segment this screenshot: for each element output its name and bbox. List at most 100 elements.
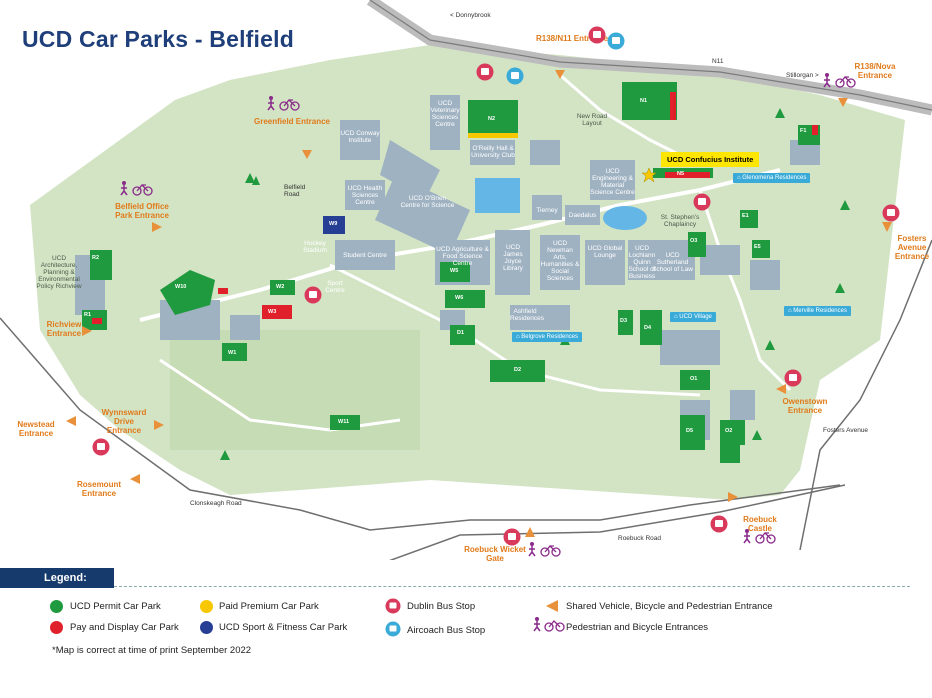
legend-aircoach: Aircoach Bus Stop [407, 625, 486, 636]
aircoach-bus-icon[interactable] [607, 32, 625, 50]
entrance-roebuck-castle[interactable]: Roebuck Castle [743, 515, 777, 533]
car-park-w11: W11 [338, 419, 350, 425]
internal-road [698, 189, 792, 392]
entrance-wynnsward[interactable]: Wynnsward Drive Entrance [101, 408, 147, 435]
legend-heading: Legend: [44, 572, 87, 584]
legend-sport: UCD Sport & Fitness Car Park [219, 622, 348, 633]
dublin-bus-icon[interactable] [503, 528, 521, 546]
car-park-w9: W9 [329, 221, 338, 227]
road-label-clonskeagh: Clonskeagh Road [190, 500, 242, 507]
building-ashfield: Ashfield Residences [510, 308, 544, 322]
legend-sport-swatch [200, 621, 213, 634]
car-park-r2: R2 [92, 255, 100, 261]
pedestrian-bicycle-icon [528, 542, 561, 557]
pedestrian-bicycle-icon [823, 73, 856, 88]
entrance-r138-n11[interactable]: R138/N11 Entrance [535, 34, 609, 43]
pay-display-car-park [218, 288, 228, 294]
car-park-w5: W5 [450, 268, 459, 274]
legend-pay-display: Pay and Display Car Park [70, 622, 179, 633]
car-park-n1: N1 [640, 98, 648, 104]
car-park-d5: D5 [686, 428, 694, 434]
entrance-arrow-icon [154, 420, 164, 430]
building-global: UCD Global Lounge [587, 245, 623, 259]
entrance-arrow-icon [130, 474, 140, 484]
legend-permit: UCD Permit Car Park [70, 601, 161, 612]
entrance-owenstown[interactable]: Owenstown Entrance [782, 397, 828, 415]
residence-village: ⌂ UCD Village [670, 312, 716, 322]
buildings [75, 95, 820, 440]
dublin-bus-icon[interactable] [476, 63, 494, 81]
building-student: Student Centre [343, 252, 387, 259]
building-hockey: Hockey Stadium [303, 240, 327, 254]
sport-car-park [323, 216, 345, 234]
entrance-roebuck-wicket[interactable]: Roebuck Wicket Gate [464, 545, 526, 563]
pay-display-car-park [812, 125, 818, 135]
building-tierney: Tierney [536, 207, 558, 214]
confucius-institute-highlight[interactable]: UCD Confucius Institute [661, 152, 760, 167]
legend-permit-swatch [50, 600, 63, 613]
car-park-w10: W10 [175, 284, 187, 290]
road-label-roebuck: Roebuck Road [618, 535, 661, 542]
car-park-f1: F1 [800, 128, 807, 134]
residence-glenomena-label: Glenomena Residences [742, 175, 807, 181]
car-park-w2: W2 [276, 284, 285, 290]
dublin-bus-icon[interactable] [693, 193, 711, 211]
entrance-arrow-icon [152, 222, 162, 232]
dublin-bus-icon[interactable] [588, 26, 606, 44]
road-label-fosters: Fosters Avenue [823, 427, 869, 434]
legend-header-bar [0, 568, 114, 588]
dublin-bus-icon[interactable] [304, 286, 322, 304]
car-park-n2: N2 [488, 116, 496, 122]
pay-display-car-park [92, 318, 102, 324]
entrance-arrow-icon [555, 70, 565, 79]
pedestrian-bicycle-icon [120, 181, 153, 196]
dublin-bus-icon[interactable] [92, 438, 110, 456]
entrance-greenfield[interactable]: Greenfield Entrance [253, 117, 331, 126]
building-agri: UCD Agriculture & Food Science Centre [436, 246, 489, 267]
pay-display-car-park [665, 172, 710, 178]
entrance-arrow-icon [728, 492, 738, 502]
building-oreilly: O'Reilly Hall & University Club [471, 145, 515, 159]
building-architecture: UCD Architecture, Planning & Environment… [36, 255, 82, 290]
entrance-arrow-icon [776, 384, 786, 394]
dublin-bus-icon[interactable] [710, 515, 728, 533]
car-park-e1: E1 [742, 213, 749, 219]
dublin-bus-icon[interactable] [784, 369, 802, 387]
entrance-richview[interactable]: Richview Entrance [46, 320, 82, 338]
road-label-donnybrook: < Donnybrook [450, 12, 491, 19]
entrance-newstead[interactable]: Newstead Entrance [17, 420, 55, 438]
building-health: UCD Health Sciences Centre [347, 185, 383, 206]
building-library: UCD James Joyce Library [503, 244, 523, 272]
entrance-rosemount[interactable]: Rosemount Entrance [77, 480, 121, 498]
dublin-bus-icon[interactable] [882, 204, 900, 222]
building-sutherland: UCD Sutherland School of Law [652, 252, 693, 273]
car-park-o2: O2 [725, 428, 733, 434]
fosters-avenue [799, 239, 932, 551]
car-park-n5: N5 [677, 171, 685, 177]
car-park-w6: W6 [455, 295, 464, 301]
sports-fields [170, 330, 420, 450]
car-park-d1: D1 [457, 330, 465, 336]
legend-ped-bike: Pedestrian and Bicycle Entrances [566, 622, 709, 633]
residence-belgrove: ⌂ Belgrove Residences [512, 332, 582, 342]
n11-road-inner [369, 0, 932, 111]
building-engineering: UCD Engineering & Material Science Centr… [590, 168, 635, 196]
entrance-fosters[interactable]: Fosters Avenue Entrance [894, 234, 930, 261]
legend-premium: Paid Premium Car Park [219, 601, 319, 612]
car-park-e5: E5 [754, 244, 761, 250]
entrance-belfield-office-park[interactable]: Belfield Office Park Entrance [115, 202, 169, 220]
premium-car-park [468, 133, 518, 138]
legend-dublin-bus: Dublin Bus Stop [407, 601, 476, 612]
page-title: UCD Car Parks - Belfield [22, 26, 294, 52]
legend-shared-entrance: Shared Vehicle, Bicycle and Pedestrian E… [566, 601, 773, 612]
entrance-r138-nova[interactable]: R138/Nova Entrance [854, 62, 896, 80]
residence-merville: ⌂ Merville Residences [784, 306, 851, 316]
label-new-road-layout: New Road Layout [576, 113, 608, 127]
entrance-arrow-icon [82, 326, 92, 336]
building-obrien: UCD O'Brien Centre for Science [400, 195, 455, 209]
residence-merville-label: Merville Residences [793, 308, 847, 314]
aircoach-bus-icon[interactable] [506, 67, 524, 85]
road-label-belfield: Belfield Road [284, 184, 306, 198]
entrance-arrow-icon [302, 150, 312, 159]
residence-belgrove-label: Belgrove Residences [521, 334, 578, 340]
